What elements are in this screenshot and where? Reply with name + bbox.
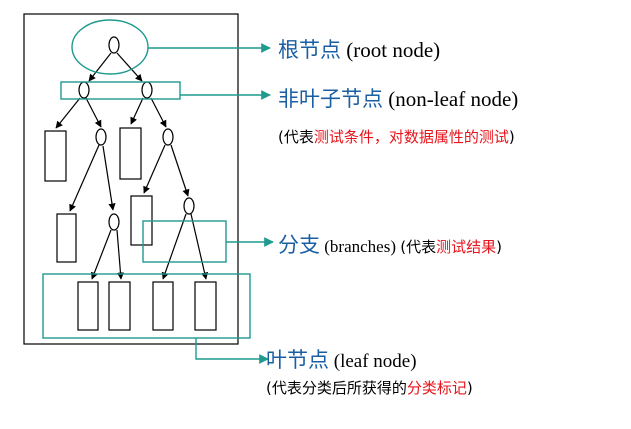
root-node-label-cn: 根节点 <box>278 38 341 62</box>
node-d <box>162 128 174 146</box>
edge-root-b <box>116 52 143 82</box>
edge-a-leaf1 <box>55 97 81 129</box>
tree-edges <box>55 52 209 280</box>
nonleaf-note-mid: ， <box>373 128 389 146</box>
root-node-label: 根节点 (root node) <box>278 34 440 64</box>
edge-b-d <box>150 97 167 128</box>
node-c <box>95 128 107 146</box>
nonleaf-node-label-en: (non-leaf node) <box>383 87 519 111</box>
node-root <box>108 36 120 54</box>
edge-b-leaf2 <box>130 97 144 125</box>
branches-note-open: (代表 <box>400 238 437 256</box>
leaf-node-note: (代表分类后所获得的分类标记) <box>266 377 473 398</box>
leaf-note-open: (代表分类后所获得的 <box>266 379 407 397</box>
leaf-6 <box>108 281 131 331</box>
leaf-note-close: ) <box>466 379 473 397</box>
node-e <box>108 213 120 231</box>
edge-c-leaf3 <box>69 144 100 212</box>
edge-c-e <box>102 145 116 211</box>
leaf-node-label-en: (leaf node) <box>329 351 417 372</box>
node-b <box>141 81 153 99</box>
nonleaf-note-open: (代表 <box>278 128 314 146</box>
branches-label-cn: 分支 <box>278 233 320 257</box>
nonleaf-note-close: ) <box>508 128 515 146</box>
edge-a-c <box>85 97 102 128</box>
edge-e-leaf6 <box>116 229 125 280</box>
highlight-shapes <box>42 19 251 339</box>
edge-d-f <box>170 144 190 197</box>
root-node-label-en: (root node) <box>341 38 441 62</box>
tree-frame <box>23 13 239 345</box>
edge-root-a <box>88 52 112 82</box>
callout-arrows <box>148 43 274 364</box>
nonleaf-node-note: (代表测试条件，对数据属性的测试) <box>278 126 515 147</box>
leaf-callout-arrow <box>195 338 269 364</box>
leaf-8 <box>194 281 217 331</box>
nonleaf-node-label: 非叶子节点 (non-leaf node) <box>278 83 518 113</box>
leaf-3 <box>56 213 77 263</box>
edge-d-leaf4 <box>143 144 166 194</box>
edge-f-leaf8 <box>190 213 209 280</box>
leaf-2 <box>119 127 142 180</box>
leaf-7 <box>152 281 174 331</box>
root-highlight-ellipse <box>71 19 149 75</box>
leaf-node-label: 叶节点 (leaf node) <box>266 344 417 374</box>
nonleaf-note-red1: 测试条件 <box>313 128 374 146</box>
tree-nodes <box>78 36 195 231</box>
leaf-1 <box>44 130 67 182</box>
branches-label: 分支 (branches) (代表测试结果) <box>278 229 502 259</box>
edge-e-leaf5 <box>90 229 112 280</box>
tree-leaves <box>44 127 217 331</box>
leaf-node-label-cn: 叶节点 <box>266 348 329 372</box>
branches-highlight-box <box>142 220 227 263</box>
leaf-5 <box>77 281 99 331</box>
leaf-highlight-box <box>42 273 251 339</box>
nonleaf-note-red2: 对数据属性的测试 <box>388 128 509 146</box>
leaf-note-red: 分类标记 <box>406 379 467 397</box>
edge-f-leaf7 <box>161 213 187 280</box>
branches-note-red: 测试结果 <box>436 238 497 256</box>
nonleaf-node-label-cn: 非叶子节点 <box>278 87 383 111</box>
node-f <box>183 197 195 215</box>
branches-label-en: (branches) <box>320 237 401 256</box>
branches-note-close: ) <box>496 238 502 256</box>
node-a <box>78 81 90 99</box>
nonleaf-highlight-box <box>60 81 181 100</box>
